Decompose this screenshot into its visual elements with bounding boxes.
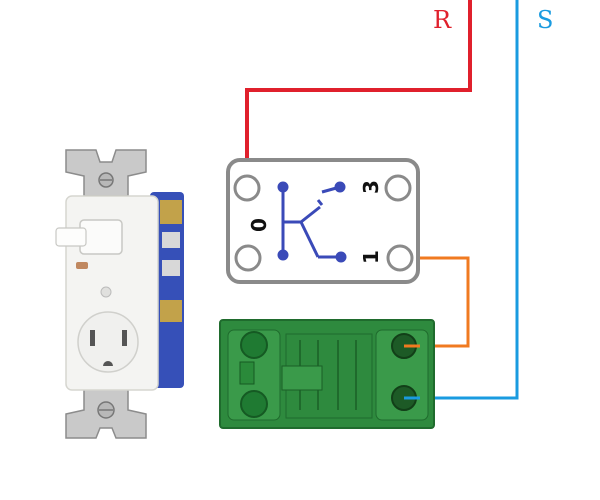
terminal-label-3: 3 [359, 180, 383, 194]
terminal-hole-top-left [233, 174, 261, 202]
terminal-hole-bottom-left [234, 244, 262, 272]
terminal-hole-top-right [384, 174, 412, 202]
wire-r [245, 0, 472, 185]
wire-s [404, 0, 519, 400]
switch-symbol [277, 181, 347, 263]
green-outlet-device [219, 319, 435, 429]
terminal-label-0: 0 [247, 218, 271, 232]
wire-switch-to-outlet [400, 256, 470, 348]
outlet-ground-hole [103, 361, 113, 366]
switch-diagram: 0 3 1 [226, 158, 420, 284]
terminal-hole-bottom-right [386, 244, 414, 272]
wire-s-label: S [537, 6, 553, 34]
wire-r-label: R [433, 6, 452, 34]
outlet-face [77, 311, 139, 373]
combo-switch-outlet-device [55, 149, 184, 439]
terminal-label-1: 1 [359, 250, 383, 264]
diagram-frame [226, 158, 420, 284]
outlet-slot-right [122, 330, 127, 346]
outlet-slot-left [90, 330, 95, 346]
pilot-light [76, 262, 88, 269]
